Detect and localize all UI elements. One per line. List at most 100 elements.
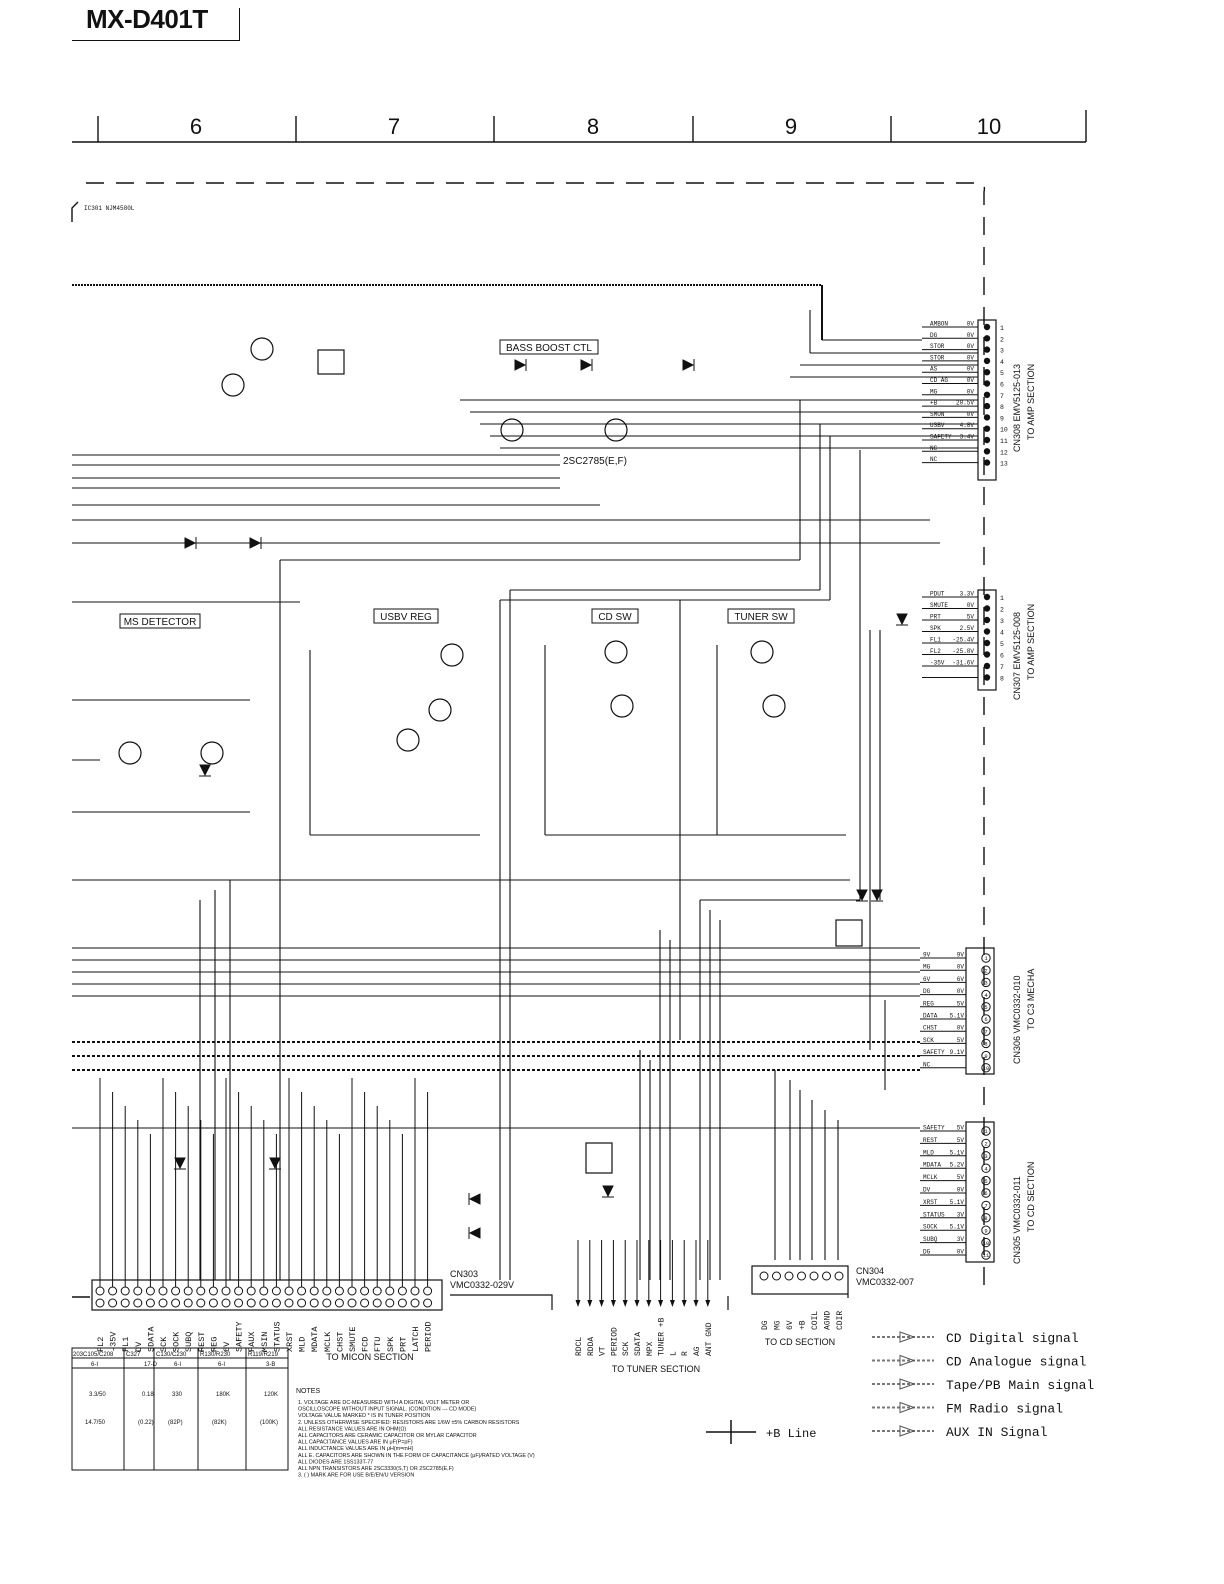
cn308-pin-number: 2 (1000, 336, 1004, 343)
cn308-pin-label: NC (930, 445, 938, 452)
cn305-pin-label: MDATA (923, 1162, 941, 1169)
cn308-pin-voltage: 0V (967, 411, 975, 418)
cn306-dest: TO C3 MECHA (1026, 969, 1036, 1030)
cn303-pin-label: SAFETY (235, 1321, 245, 1352)
cn308-pin-voltage: 0V (967, 343, 975, 350)
cn303-pin-label: STATUS (272, 1321, 282, 1352)
cn306-pin-label: NC (923, 1061, 931, 1068)
cn306-pin-number: 9 (984, 1053, 987, 1060)
tuner-pin-label: VT (599, 1346, 608, 1356)
cn306-pin-label: REG (923, 1000, 934, 1007)
cn308-name: CN308 EMV5125-013 (1012, 364, 1022, 452)
cn305-pin-number: 4 (984, 1165, 988, 1172)
cn305-pin-voltage: 5.1V (950, 1199, 965, 1206)
cn304-name: CN304 (856, 1266, 884, 1276)
cn306-pin-label: MG (923, 964, 931, 971)
cn303-pin-label: PERIOD (424, 1321, 434, 1352)
cn305-pin-number: 7 (984, 1203, 987, 1210)
cn307-pin-label: FL2 (930, 648, 941, 655)
grid-column-7: 7 (388, 114, 400, 139)
tuner-pin-label: RDCL (575, 1337, 584, 1356)
cn306-pin-label: SAFETY (923, 1049, 945, 1056)
cn303-dest: TO MICON SECTION (326, 1352, 413, 1362)
cn307-dest: TO AMP SECTION (1026, 604, 1036, 680)
legend-label: FM Radio signal (946, 1402, 1063, 1417)
cn307-pin-number: 1 (1000, 595, 1004, 602)
cn308-pin-label: SMON (930, 411, 945, 418)
cn303-pin-label: REST (197, 1332, 207, 1352)
table-cell: 120K (264, 1392, 278, 1398)
table-cell: 330 (172, 1392, 183, 1398)
notes: NOTES 1. VOLTAGE ARE DC-MEASURED WITH A … (296, 1388, 535, 1479)
cn304-part: VMC0332-007 (856, 1277, 914, 1287)
cn307-pin-number: 4 (1000, 630, 1004, 637)
cn304-dest: TO CD SECTION (765, 1337, 835, 1347)
grid-column-8: 8 (587, 114, 599, 139)
cn303-pin-label: MCLK (323, 1331, 333, 1352)
tuner-pin-label: ANT GND (705, 1322, 714, 1356)
tuner-pin-label: L (669, 1351, 678, 1356)
table-subheader: 3-B (266, 1362, 275, 1368)
cn306-pin-label: DATA (923, 1013, 938, 1020)
cn303-pin-label: CHST (335, 1332, 345, 1352)
cn303-pin-label: SPK (386, 1336, 396, 1352)
transistors (118, 337, 863, 1174)
table-cell: 3.3/50 (89, 1392, 106, 1398)
cn306-pin-number: 5 (984, 1004, 987, 1011)
notes-line: ALL INDUCTANCE VALUES ARE IN μH(m=mH) (298, 1446, 414, 1452)
table-cell: 14.7/50 (85, 1420, 106, 1426)
table-cell: 0.18 (142, 1392, 154, 1398)
cn307-pin-label: PRT (930, 614, 941, 621)
cn306-pin-number: 10 (983, 1065, 990, 1072)
cn308-pin-number: 7 (1000, 393, 1004, 400)
legend-label: CD Analogue signal (946, 1355, 1087, 1370)
table-cell: (82P) (168, 1420, 183, 1426)
title-tick (239, 8, 240, 41)
cn308-pin-label: DG (930, 332, 938, 339)
cn308-pin-voltage: 0V (967, 332, 975, 339)
cn305-pin-number: 3 (984, 1153, 987, 1160)
cn303-pin-label: 6V (222, 1341, 232, 1352)
cn307-pin-voltage: 2.5V (960, 625, 975, 632)
cn307-pin-voltage: -25.4V (952, 637, 974, 644)
cn304-pin-label: +B (799, 1320, 808, 1330)
notes-line: 1. VOLTAGE ARE DC-MEASURED WITH A DIGITA… (298, 1400, 469, 1406)
cn303-pin-label: -35V (109, 1331, 119, 1352)
cn305-pin-voltage: 5.1V (950, 1149, 965, 1156)
grid-column-9: 9 (785, 114, 797, 139)
block-tuner-sw: TUNER SW (734, 612, 788, 623)
cn308-pin-number: 1 (1000, 325, 1004, 332)
cn303-pin-label: SDATA (146, 1326, 156, 1352)
cn305-pin-label: DG (923, 1249, 931, 1256)
cn305-pin-number: 11 (983, 1252, 990, 1259)
cn308-pin-number: 11 (1000, 438, 1008, 445)
cn306-pin-voltage: 0V (957, 1025, 965, 1032)
cn308-pin-voltage: 4.8V (960, 422, 975, 429)
cn305-pin-label: SUBQ (923, 1236, 938, 1243)
model-title: MX-D401T (86, 4, 208, 34)
cn303-pin-label: DV (134, 1341, 144, 1352)
cn306-pin-voltage: 9V (957, 952, 965, 959)
cn308-pin-number: 8 (1000, 404, 1004, 411)
cn308-pin-label: AS (930, 366, 938, 373)
cn306-pin-number: 3 (984, 980, 987, 987)
cn308-dest: TO AMP SECTION (1026, 364, 1036, 440)
cn305-pin-label: SOCK (923, 1224, 938, 1231)
cn304-pin-label: MG (774, 1320, 783, 1330)
table-cell: 180K (216, 1392, 230, 1398)
cn305-pin-voltage: 0V (957, 1249, 965, 1256)
cn308-pin-label: CD AG (930, 377, 948, 384)
cn305-pin-number: 2 (984, 1141, 987, 1148)
cn303-pin-label: LATCH (411, 1326, 421, 1352)
cn306-pin-label: 6V (923, 976, 931, 983)
cn305-pin-voltage: 5V (957, 1137, 965, 1144)
cn303-pin-label: FL2 (96, 1337, 106, 1352)
cn303-part: VMC0332-029V (450, 1280, 514, 1290)
cn308-pin-number: 13 (1000, 461, 1008, 468)
block-bass-boost: BASS BOOST CTL (506, 343, 592, 354)
